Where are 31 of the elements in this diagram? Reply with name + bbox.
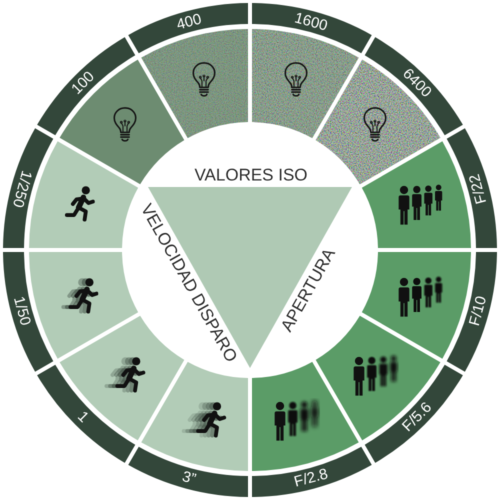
ring-segment [364,364,463,463]
value-label: 400 [174,11,203,32]
sector-tile [59,59,185,185]
sector-tile [361,141,471,248]
sector-tile [29,251,139,359]
value-label: F/2.8 [292,466,330,490]
ring-segment [252,3,372,54]
sector-tile [315,59,441,185]
ring-segment [128,3,249,54]
ring-segment [128,446,249,497]
value-label: 1 [74,408,92,426]
ring-segment [252,446,372,497]
value-label: F/22 [467,172,490,206]
value-label: F/10 [467,294,490,328]
value-label: 100 [68,68,97,97]
ring-segment [364,37,463,136]
value-label: 1600 [293,10,330,34]
ring-segment [3,128,54,249]
value-label: 1/50 [10,295,33,328]
sector-tile [361,252,471,359]
sector-tile [141,29,249,139]
ring-segment [37,37,136,136]
ring-segment [3,251,54,372]
ring-segment [37,364,136,463]
sector-tile [252,29,359,139]
ring-segment [446,128,497,248]
value-label: 3” [180,469,198,488]
sector-tile [59,315,185,441]
side-label: VALORES ISO [194,166,308,184]
ring-segment [446,252,497,372]
value-label: 1/250 [9,168,34,209]
